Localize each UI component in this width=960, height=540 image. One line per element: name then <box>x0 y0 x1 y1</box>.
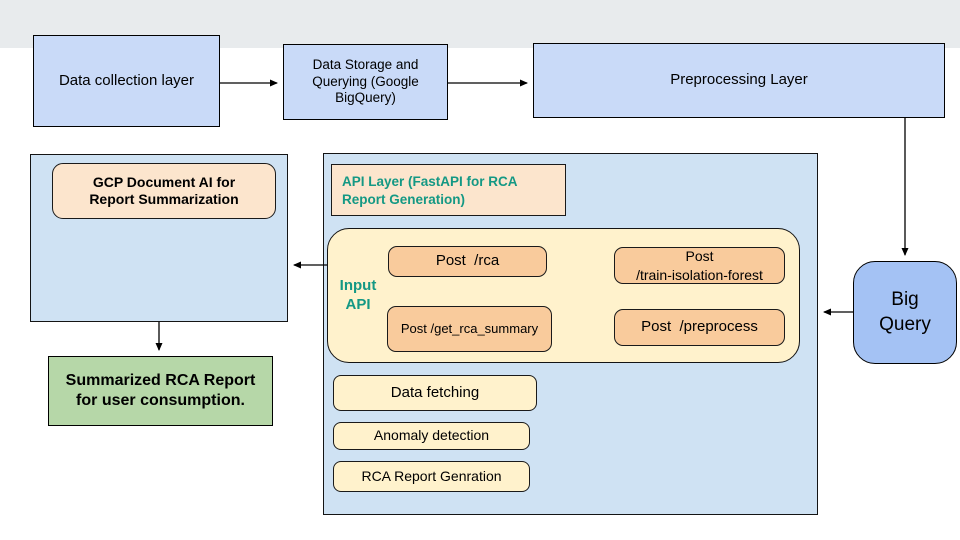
node-post-preprocess: Post /preprocess <box>614 309 785 346</box>
node-post-preprocess-label: Post /preprocess <box>641 318 758 336</box>
node-post-rca: Post /rca <box>388 246 547 277</box>
node-anomaly-detection-label: Anomaly detection <box>373 427 490 444</box>
node-api-layer-header: API Layer (FastAPI for RCA Report Genera… <box>331 164 566 216</box>
node-post-get-rca-summary: Post /get_rca_summary <box>387 306 552 352</box>
node-data-fetching: Data fetching <box>333 375 537 411</box>
node-data-collection-layer-label: Data collection layer <box>58 71 195 89</box>
node-summarized-rca-report: Summarized RCA Report for user consumpti… <box>48 356 273 426</box>
node-gcp-document-ai: GCP Document AI for Report Summarization <box>52 163 276 219</box>
node-post-train-isolation-forest: Post /train-isolation-forest <box>614 247 785 284</box>
node-summarized-rca-report-label: Summarized RCA Report for user consumpti… <box>65 372 256 409</box>
node-data-collection-layer: Data collection layer <box>33 35 220 127</box>
node-data-fetching-label: Data fetching <box>390 383 480 401</box>
node-big-query-label: Big Query <box>879 288 931 335</box>
node-post-get-rca-summary-label: Post /get_rca_summary <box>400 320 539 336</box>
node-big-query: Big Query <box>853 261 957 364</box>
node-post-rca-label: Post /rca <box>435 252 500 270</box>
input-api-label-group: Input API <box>333 277 383 313</box>
node-preprocessing-layer: Preprocessing Layer <box>533 43 945 118</box>
node-post-train-isolation-forest-label: Post /train-isolation-forest <box>636 248 763 283</box>
node-gcp-document-ai-label: GCP Document AI for Report Summarization <box>89 173 239 208</box>
node-data-storage-querying-label: Data Storage and Querying (Google BigQue… <box>312 56 419 106</box>
node-preprocessing-layer-label: Preprocessing Layer <box>670 71 808 89</box>
node-anomaly-detection: Anomaly detection <box>333 422 530 450</box>
node-rca-report-genration: RCA Report Genration <box>333 461 530 492</box>
node-rca-report-genration-label: RCA Report Genration <box>361 467 502 484</box>
node-api-layer-header-label: API Layer (FastAPI for RCA Report Genera… <box>342 174 518 208</box>
node-data-storage-querying: Data Storage and Querying (Google BigQue… <box>283 44 448 120</box>
input-api-label: Input API <box>339 277 377 313</box>
